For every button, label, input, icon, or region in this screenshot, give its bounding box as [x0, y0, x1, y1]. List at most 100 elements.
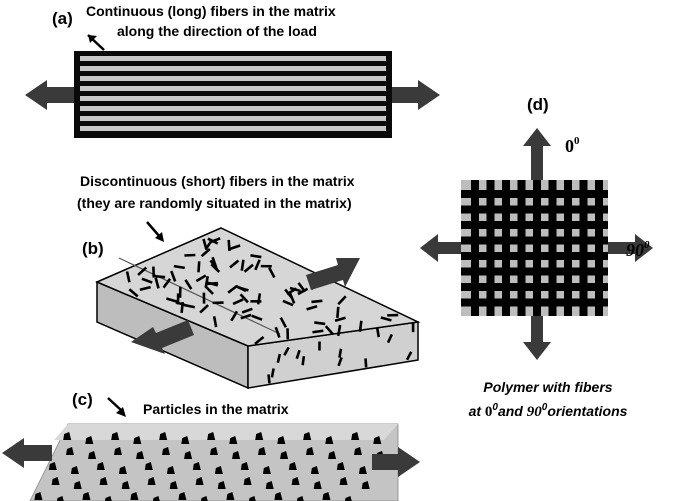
particle — [313, 481, 322, 489]
short-fiber — [139, 285, 151, 292]
particle — [56, 496, 64, 501]
panel-d-up-arrow — [523, 128, 551, 180]
short-fiber — [206, 281, 219, 286]
short-fiber — [306, 304, 318, 311]
panel-b-pointer-head — [155, 232, 164, 242]
particle — [63, 432, 72, 440]
short-fiber — [175, 301, 187, 307]
particle — [200, 496, 208, 501]
short-fiber — [288, 292, 296, 304]
particle — [336, 462, 345, 470]
particle — [258, 447, 266, 455]
matrix-stripe — [80, 56, 386, 61]
short-fiber — [311, 299, 323, 304]
matrix-stripe — [80, 106, 386, 111]
particle — [214, 466, 223, 474]
short-fiber — [154, 277, 160, 289]
horizontal-fiber — [461, 221, 608, 229]
vertical-fiber — [579, 180, 588, 316]
panel-a-fiber-stripes — [80, 56, 386, 131]
short-fiber — [227, 239, 231, 252]
short-fiber — [314, 321, 326, 326]
particle — [169, 481, 178, 489]
particle — [240, 462, 249, 470]
short-fiber — [204, 239, 213, 251]
particle — [111, 432, 120, 440]
panel-a-left-load-arrow — [25, 80, 74, 110]
particle — [159, 432, 168, 440]
short-fiber — [210, 263, 221, 273]
vertical-fiber — [548, 180, 557, 316]
particle — [262, 466, 271, 474]
vertical-fiber — [533, 180, 541, 316]
panel-d-caption-line2: at 00and 900orientations — [469, 402, 628, 420]
short-fiber — [256, 293, 262, 305]
panel-c-particles — [34, 432, 385, 501]
panel-c-pointer-head — [116, 407, 126, 417]
panel-c: (c) Particles in the matrix — [2, 390, 420, 501]
panel-d-right-arrow — [608, 234, 653, 262]
short-fiber — [254, 259, 261, 271]
particle — [277, 436, 286, 444]
particle — [243, 477, 252, 485]
particle — [195, 477, 204, 485]
particle — [351, 432, 360, 440]
horizontal-fiber — [461, 190, 608, 198]
matrix-stripe — [80, 66, 386, 71]
short-fiber — [336, 324, 342, 337]
panel-b-left-load-arrow — [131, 320, 194, 354]
particle — [99, 477, 108, 485]
short-fiber — [184, 279, 193, 290]
short-fiber — [200, 247, 211, 258]
panel-d-label: (d) — [527, 95, 549, 114]
particle — [344, 496, 352, 501]
panel-b-title-line1: Discontinuous (short) fibers in the matr… — [80, 173, 355, 189]
particle — [322, 492, 331, 500]
short-fiber — [358, 320, 363, 332]
particle — [73, 481, 82, 489]
short-fiber — [386, 333, 393, 344]
short-fiber — [230, 310, 239, 322]
particle — [82, 492, 91, 500]
short-fiber — [338, 348, 343, 358]
particle — [192, 462, 201, 470]
particle — [51, 477, 60, 485]
panel-d-woven-fibers — [461, 180, 608, 316]
particle — [291, 477, 300, 485]
short-fiber — [141, 277, 153, 284]
particle — [88, 451, 97, 459]
particle — [255, 432, 264, 440]
particle — [181, 436, 190, 444]
short-fiber — [336, 306, 340, 318]
panel-d: (d) 00 900 Polymer with fibers at 00and … — [420, 95, 653, 420]
short-fiber — [240, 313, 252, 320]
short-fiber — [295, 349, 301, 360]
particle — [229, 436, 238, 444]
particle — [280, 451, 289, 459]
short-fiber — [125, 271, 131, 283]
short-fiber — [137, 266, 148, 276]
short-fiber — [279, 316, 288, 328]
short-fiber — [270, 368, 275, 378]
short-fiber — [324, 325, 335, 336]
particle — [96, 462, 105, 470]
short-fiber — [283, 346, 290, 356]
panel-a-right-load-arrow — [392, 80, 440, 110]
vertical-fiber — [595, 180, 603, 316]
particle — [303, 432, 312, 440]
short-fiber — [375, 328, 381, 338]
short-fiber — [235, 284, 247, 293]
panel-b-short-fibers — [125, 237, 415, 384]
particle — [85, 436, 94, 444]
particle — [217, 481, 226, 489]
particle — [373, 436, 382, 444]
panel-d-down-arrow — [523, 316, 551, 360]
short-fiber — [165, 297, 178, 303]
particle — [210, 447, 218, 455]
panel-b-label: (b) — [82, 239, 104, 258]
short-fiber — [301, 356, 306, 366]
short-fiber — [251, 314, 263, 321]
short-fiber — [199, 304, 210, 314]
short-fiber — [229, 259, 240, 269]
